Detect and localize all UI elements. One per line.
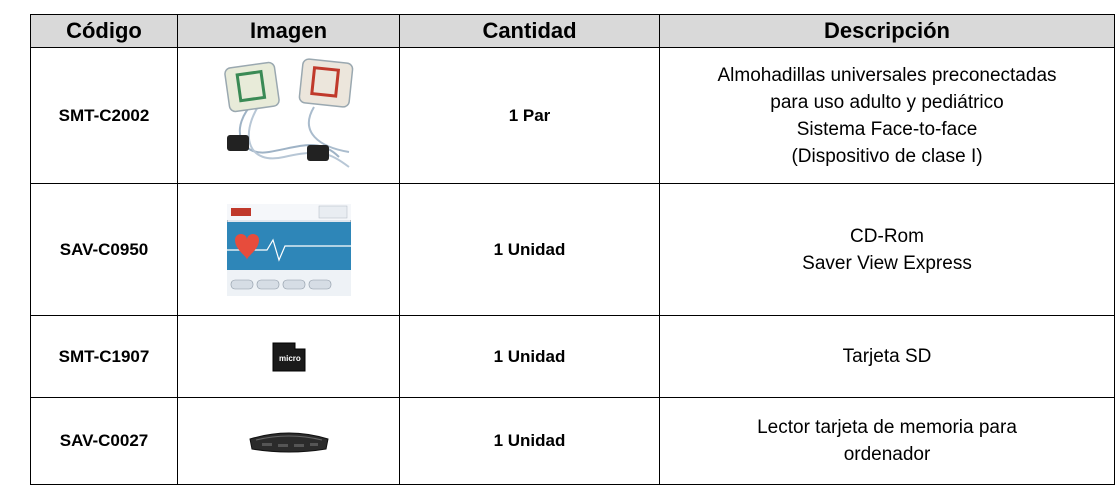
table-row: SMT-C1907 micro 1 Unidad Tarjeta SD [30,315,1115,398]
software-screen-image [226,203,351,296]
table-row: SMT-C2002 [30,47,1115,184]
card-reader-image [248,432,329,453]
row-quantity: 1 Unidad [399,315,660,398]
electrode-pads-image [223,57,353,168]
row-code: SAV-C0027 [30,397,178,485]
row-quantity: 1 Unidad [399,183,660,316]
header-row: Código Imagen Cantidad Descripción [30,14,1115,48]
description-line: Sistema Face-to-face [796,118,978,140]
row-description: CD-Rom Saver View Express [659,183,1115,316]
row-image [177,47,400,184]
row-code: SMT-C2002 [30,47,178,184]
accessories-table: Código Imagen Cantidad Descripción SMT-C… [30,14,1115,485]
description-line: CD-Rom [850,225,924,247]
description-line: Almohadillas universales preconectadas [717,64,1057,86]
row-quantity: 1 Unidad [399,397,660,485]
table-row: SAV-C0950 [30,183,1115,316]
description-line: ordenador [843,444,931,465]
micro-sd-card-image: micro [272,342,305,371]
description-line: Saver View Express [802,252,972,274]
sd-card-logo: micro [279,354,301,363]
row-image [177,183,400,316]
row-code: SAV-C0950 [30,183,178,316]
description-line: Tarjeta SD [842,346,932,367]
header-cantidad: Cantidad [399,14,660,48]
header-imagen: Imagen [177,14,400,48]
table-row: SAV-C0027 1 Unidad Lector tarjeta de mem… [30,397,1115,485]
header-descripcion: Descripción [659,14,1115,48]
description-line: Lector tarjeta de memoria para [757,417,1017,438]
row-code: SMT-C1907 [30,315,178,398]
row-description: Almohadillas universales preconectadas p… [659,47,1115,184]
description-line: para uso adulto y pediátrico [770,91,1004,113]
header-codigo: Código [30,14,178,48]
row-description: Tarjeta SD [659,315,1115,398]
row-image: micro [177,315,400,398]
row-description: Lector tarjeta de memoria para ordenador [659,397,1115,485]
row-quantity: 1 Par [399,47,660,184]
row-image [177,397,400,485]
description-line: (Dispositivo de clase I) [791,145,983,167]
